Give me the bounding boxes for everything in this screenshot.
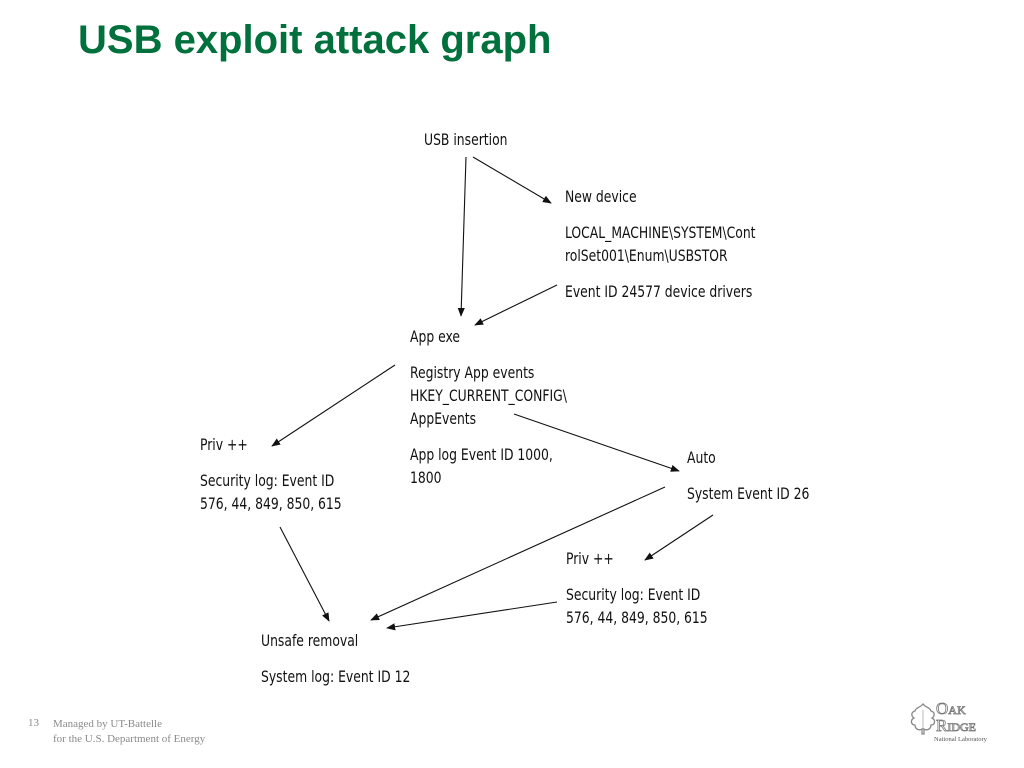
node-event-line: 1800 (410, 468, 442, 487)
node-label: Unsafe removal (261, 631, 359, 650)
footer-credit: Managed by UT-Battelle for the U.S. Depa… (53, 717, 205, 747)
edge-priv-right-to-unsafe (386, 601, 558, 631)
edge-auto-to-unsafe (370, 486, 666, 621)
node-detail-line: System Event ID 26 (687, 484, 810, 503)
edge-usb-to-new-device (472, 156, 552, 204)
node-detail-line: Registry App events (410, 363, 535, 382)
edge-app-exe-to-priv-left (271, 364, 396, 447)
logo-word-oak: Oak (936, 699, 966, 718)
node-detail-line: HKEY_CURRENT_CONFIG\ (410, 386, 567, 405)
logo-subtitle: National Laboratory (934, 736, 987, 743)
node-usb-insertion: USB insertion (424, 128, 508, 151)
node-detail-line: AppEvents (410, 409, 477, 428)
edge-app-exe-to-auto (513, 413, 680, 472)
edge-new-device-to-app-exe (474, 284, 558, 326)
footer-managed-by: Managed by UT-Battelle (53, 718, 162, 730)
node-auto: Auto System Event ID 26 (687, 446, 809, 505)
node-detail-line: rolSet001\Enum\USBSTOR (565, 246, 728, 265)
slide-title: USB exploit attack graph (78, 18, 552, 62)
node-event-line: Event ID 24577 device drivers (565, 282, 753, 301)
node-label: Auto (687, 448, 716, 467)
edge-priv-left-to-unsafe (279, 526, 330, 622)
node-app-exe: App exe Registry App events HKEY_CURRENT… (410, 325, 567, 489)
node-detail-line: Security log: Event ID (200, 471, 335, 490)
node-label: App exe (410, 327, 461, 346)
node-label: Priv ++ (200, 435, 248, 454)
node-unsafe-removal: Unsafe removal System log: Event ID 12 (261, 629, 410, 688)
edge-auto-to-priv-right (644, 514, 714, 561)
page-number: 13 (28, 717, 39, 729)
node-priv-right: Priv ++ Security log: Event ID 576, 44, … (566, 547, 708, 629)
node-priv-left: Priv ++ Security log: Event ID 576, 44, … (200, 433, 342, 515)
node-label: USB insertion (424, 130, 508, 149)
ornl-logo: Oak Ridge National Laboratory (908, 700, 1000, 748)
node-event-line: App log Event ID 1000, (410, 445, 553, 464)
edge-usb-to-app-exe (457, 156, 467, 317)
node-detail-line: 576, 44, 849, 850, 615 (566, 608, 708, 627)
node-detail-line: System log: Event ID 12 (261, 667, 411, 686)
node-detail-line: 576, 44, 849, 850, 615 (200, 494, 342, 513)
oak-leaf-icon (910, 702, 936, 735)
node-new-device: New device LOCAL_MACHINE\SYSTEM\Cont rol… (565, 185, 756, 303)
node-label: New device (565, 187, 637, 206)
logo-word-ridge: Ridge (936, 716, 977, 735)
node-detail-line: LOCAL_MACHINE\SYSTEM\Cont (565, 223, 756, 242)
node-label: Priv ++ (566, 549, 614, 568)
footer-doe: for the U.S. Department of Energy (53, 733, 206, 745)
node-detail-line: Security log: Event ID (566, 585, 701, 604)
